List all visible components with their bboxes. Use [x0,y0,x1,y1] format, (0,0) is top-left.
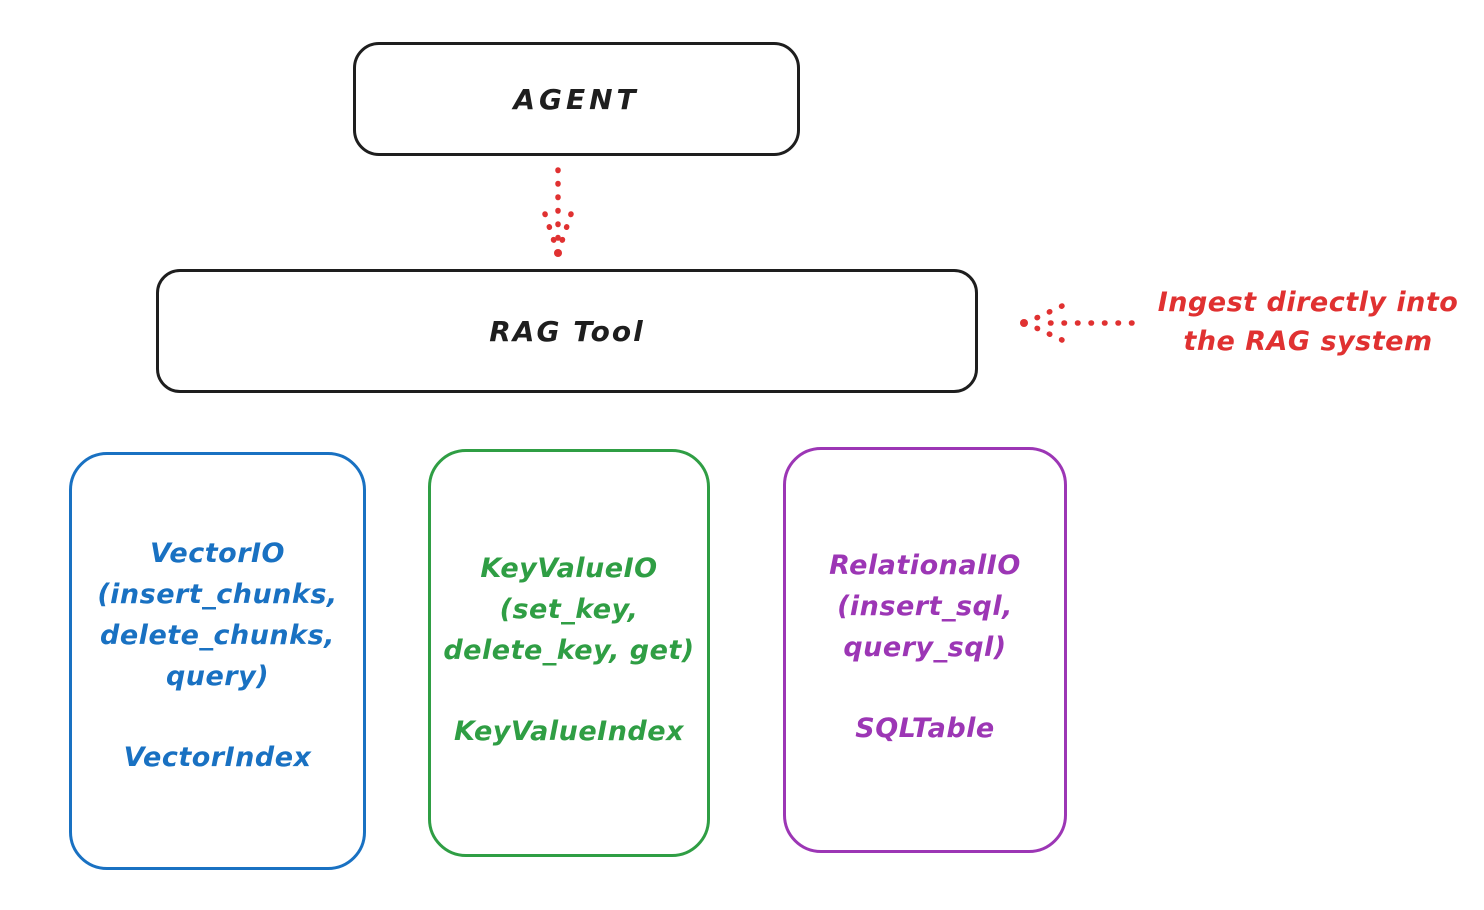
arrow-annotation-to-rag-tool-icon [1020,303,1135,343]
node-text-line: query) [165,661,270,692]
vector-index-label: VectorIndex [123,742,312,773]
annotation-line: the RAG system [1183,326,1433,357]
node-text-line: delete_key, get) [443,635,695,666]
rag-tool-label: RAG Tool [489,314,645,348]
node-text-line: (insert_chunks, [97,579,338,610]
node-text-line: VectorIO [149,538,286,569]
relational-io-text: RelationalIO (insert_sql, query_sql) SQL… [829,545,1021,749]
agent-node: AGENT [353,42,800,156]
key-value-index-label: KeyValueIndex [454,716,684,747]
key-value-io-text: KeyValueIO (set_key, delete_key, get) Ke… [443,548,694,752]
node-text-line: (insert_sql, [837,591,1013,622]
node-text-line: KeyValueIO [480,553,658,584]
relational-io-node: RelationalIO (insert_sql, query_sql) SQL… [783,447,1067,853]
vector-io-text: VectorIO (insert_chunks, delete_chunks, … [97,533,337,778]
node-text-line: delete_chunks, [100,620,335,651]
sql-table-label: SQLTable [855,713,995,744]
node-text-line: query_sql) [843,632,1007,663]
annotation-ingest-note: Ingest directly into the RAG system [1140,283,1476,361]
agent-label: AGENT [513,82,640,116]
node-text-line: (set_key, [499,594,639,625]
annotation-line: Ingest directly into [1157,287,1459,318]
arrow-agent-to-rag-tool-icon [542,167,574,257]
key-value-io-node: KeyValueIO (set_key, delete_key, get) Ke… [428,449,710,857]
rag-tool-node: RAG Tool [156,269,978,393]
node-text-line: RelationalIO [829,550,1021,581]
vector-io-node: VectorIO (insert_chunks, delete_chunks, … [69,452,366,870]
